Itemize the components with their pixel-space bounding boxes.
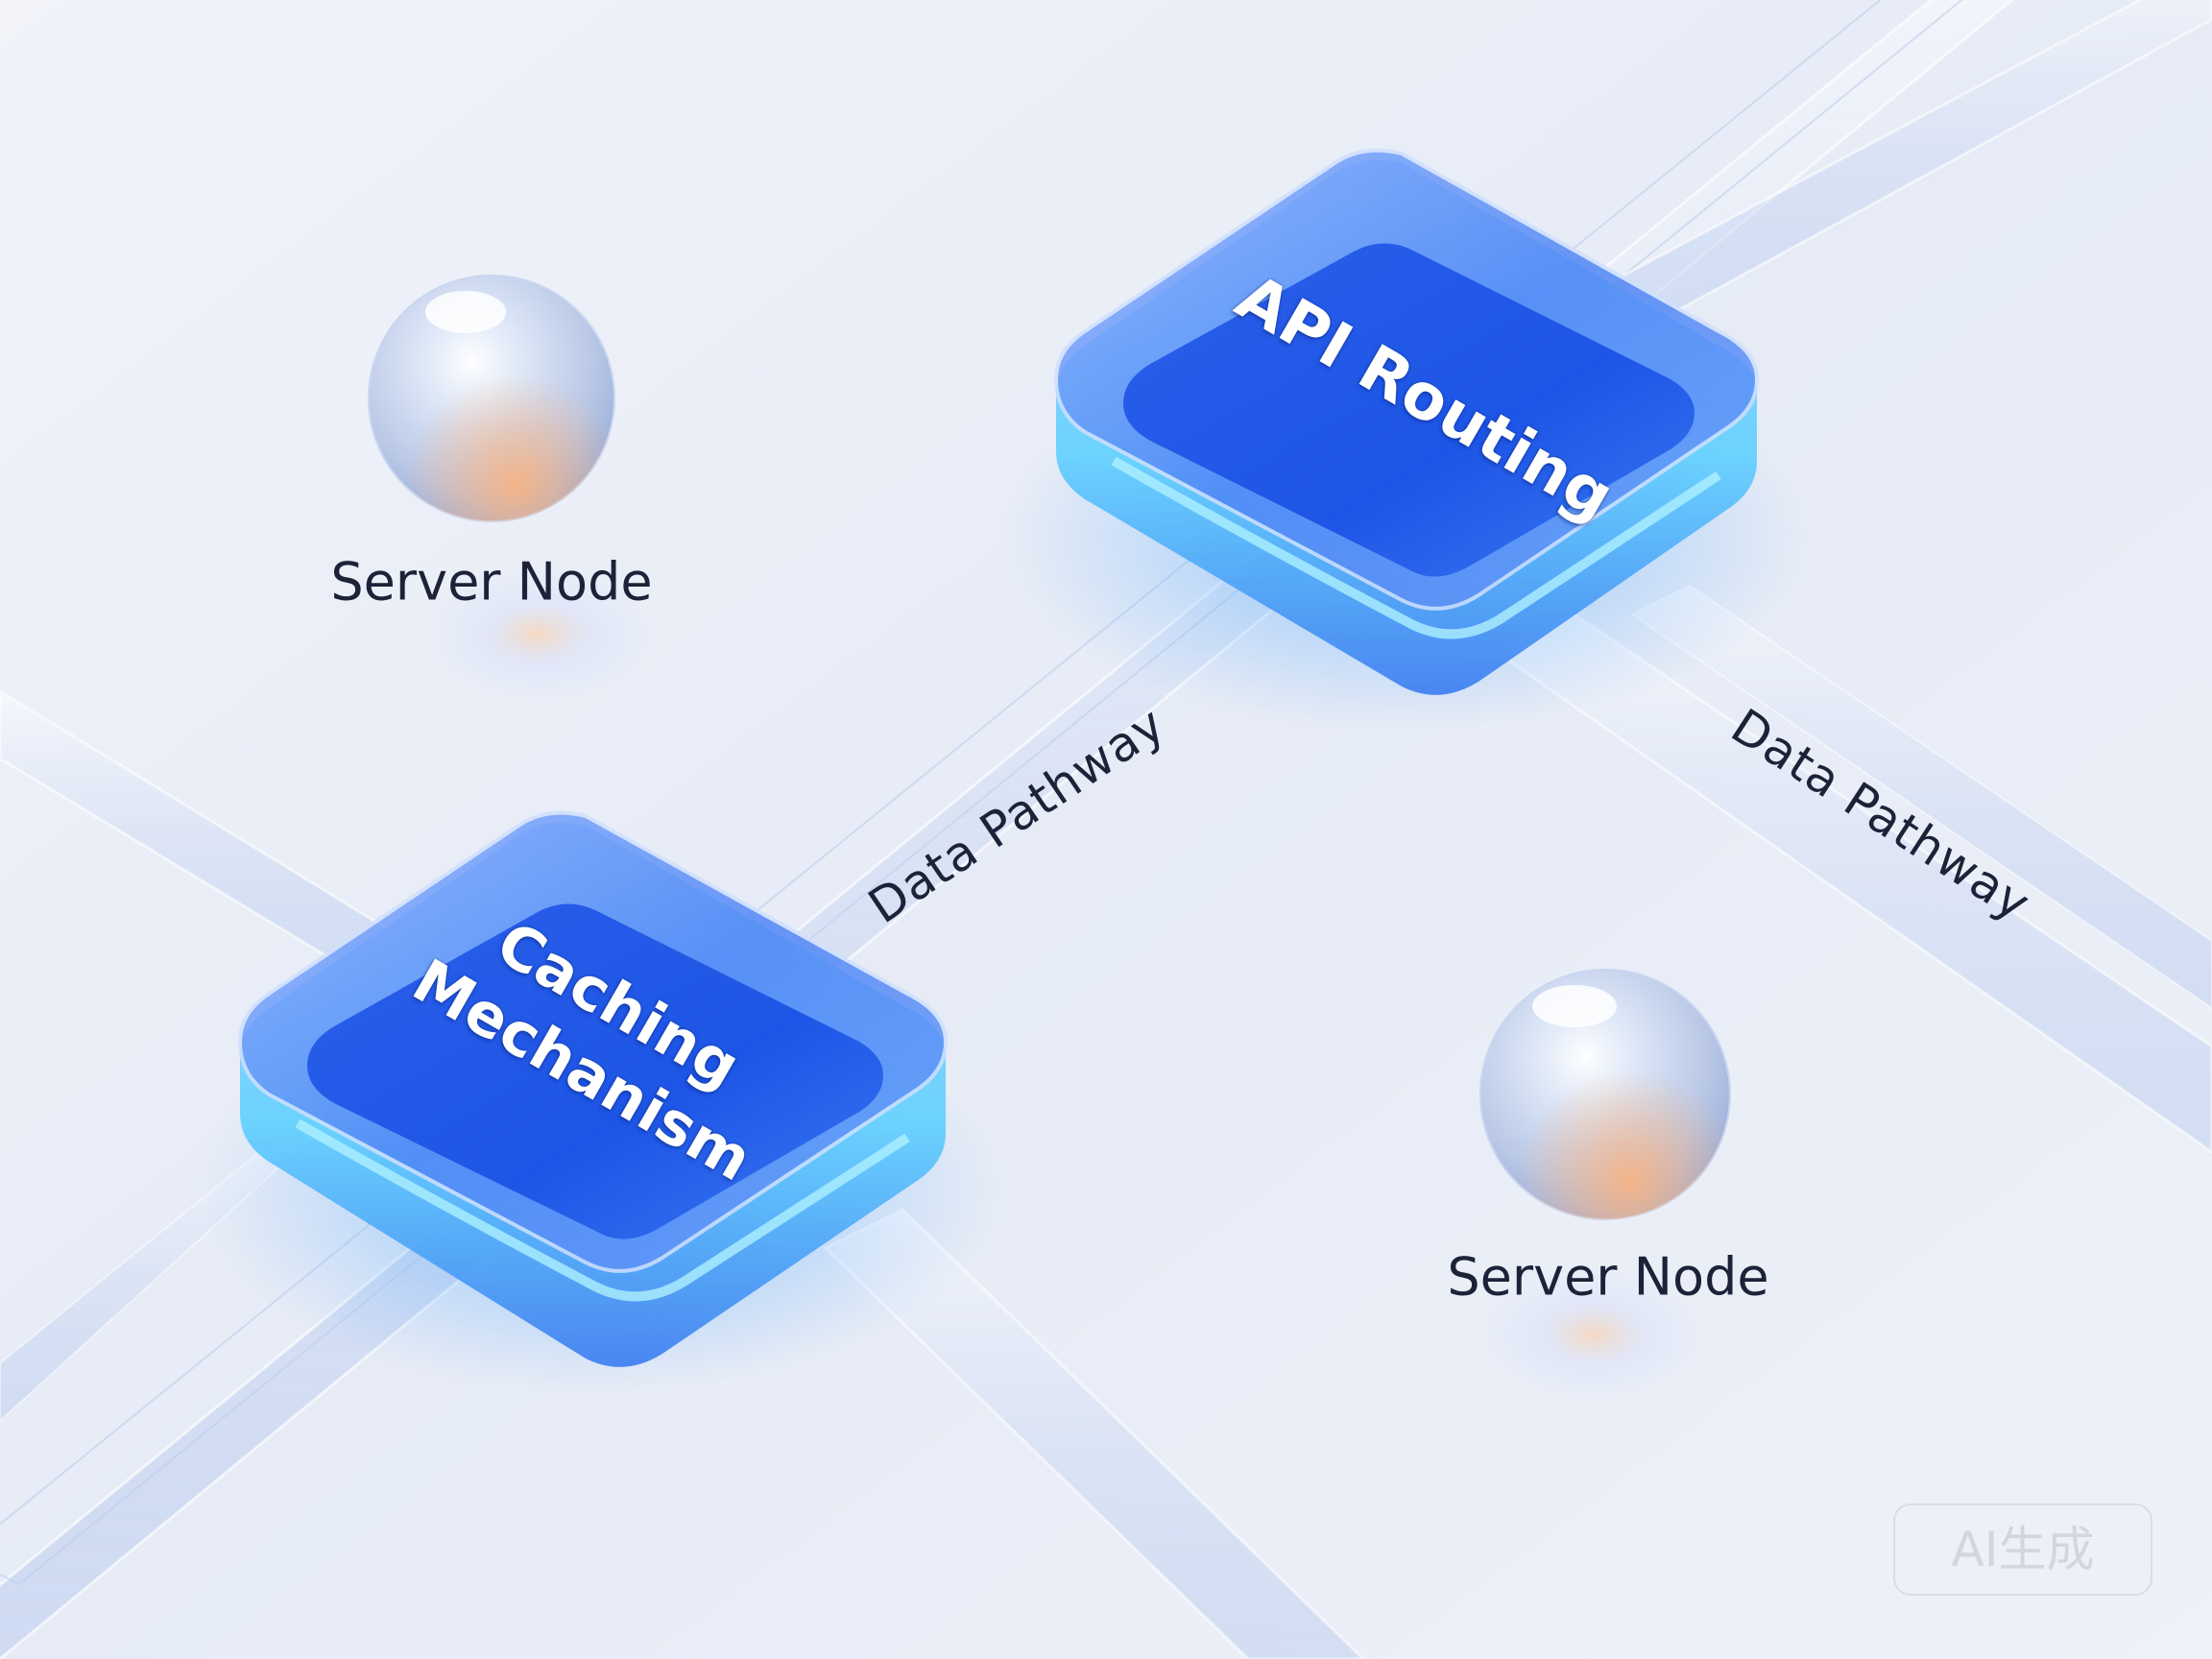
caching-mechanism-block (237, 810, 949, 1367)
server-node-bottom-label: Server Node (1447, 1246, 1769, 1308)
ai-generated-watermark: AI生成 (1893, 1503, 2152, 1596)
api-routing-block (1053, 148, 1760, 695)
server-node-top-sphere (368, 275, 653, 701)
server-node-top-label: Server Node (330, 551, 653, 613)
server-node-bottom-sphere (1479, 969, 1731, 1402)
